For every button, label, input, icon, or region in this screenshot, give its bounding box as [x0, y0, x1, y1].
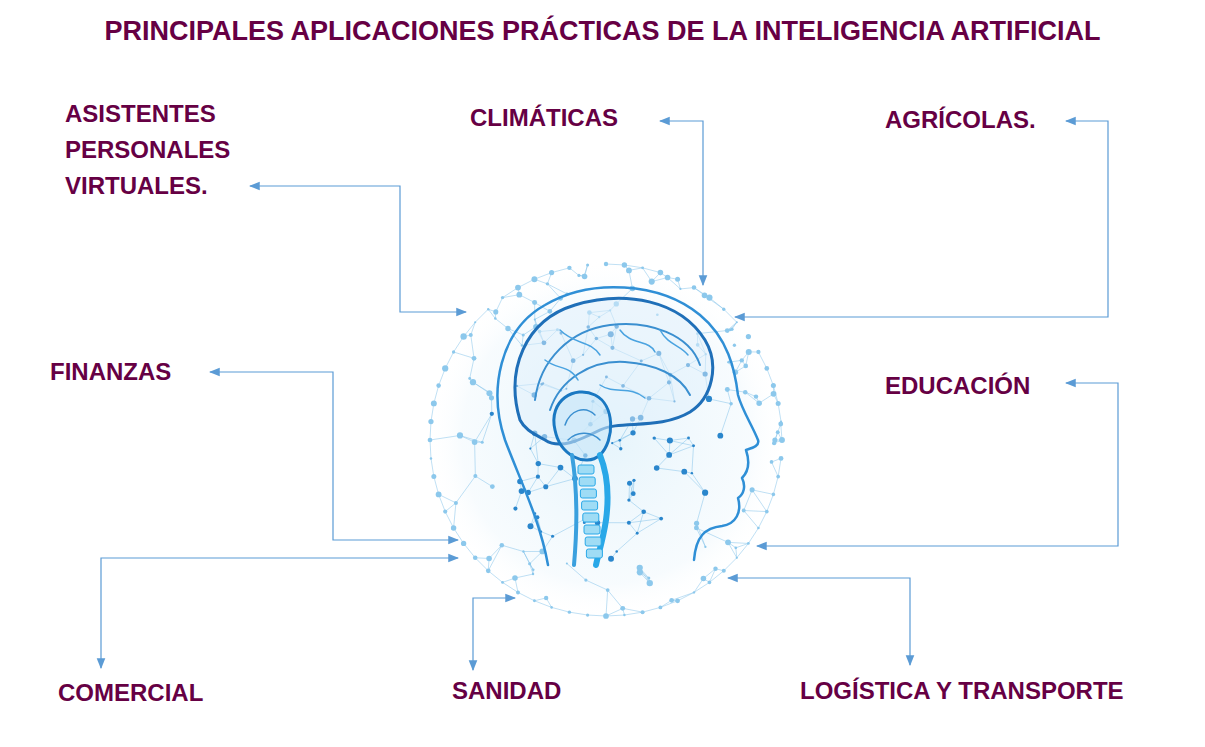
category-label: COMERCIAL: [58, 675, 203, 711]
category-label: EDUCACIÓN: [885, 368, 1030, 404]
ai-sphere: [426, 260, 786, 620]
category-label: LOGÍSTICA Y TRANSPORTE: [800, 673, 1124, 709]
category-label: FINANZAS: [50, 354, 171, 390]
title: PRINCIPALES APLICACIONES PRÁCTICAS DE LA…: [104, 14, 1100, 48]
leader-lines: [101, 121, 1118, 670]
category-label: SANIDAD: [452, 673, 561, 709]
category-label: ASISTENTES PERSONALES VIRTUALES.: [65, 96, 230, 204]
category-label: CLIMÁTICAS: [470, 100, 618, 136]
category-label: AGRÍCOLAS.: [885, 102, 1036, 138]
